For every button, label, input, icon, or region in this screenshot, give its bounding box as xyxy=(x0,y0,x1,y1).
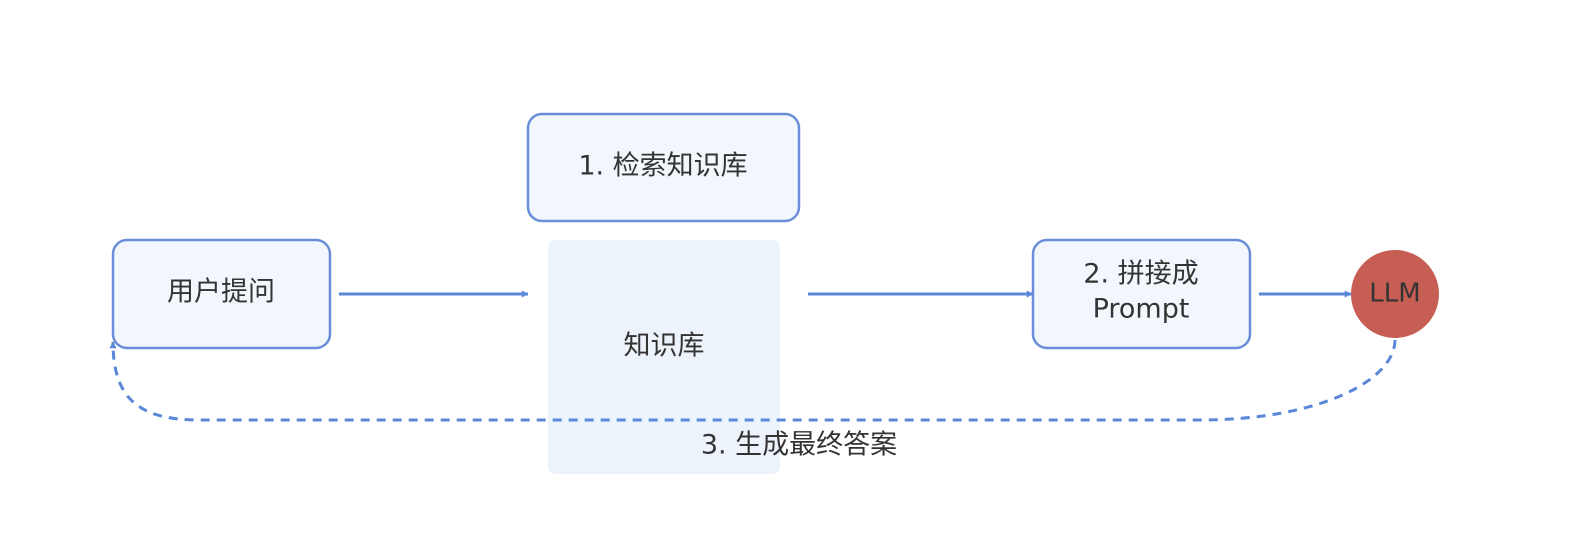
user-question-node xyxy=(111,238,332,350)
search-knowledge-base-label: 1. 检索知识库 xyxy=(578,151,747,182)
llm-node xyxy=(1351,250,1439,338)
concat-prompt-label-line2: Prompt xyxy=(1093,294,1190,325)
final-answer-edge-label: 3. 生成最终答案 xyxy=(701,430,897,461)
user-question-label: 用户提问 xyxy=(167,277,275,308)
knowledge-base-container xyxy=(548,240,780,474)
knowledge-base-label: 知识库 xyxy=(624,331,705,362)
search-knowledge-base-node xyxy=(526,112,801,223)
llm-label: LLM xyxy=(1369,279,1420,309)
arrow-llm-to-user-dashed xyxy=(109,339,1397,422)
concat-prompt-label-line1: 2. 拼接成 xyxy=(1083,259,1198,290)
